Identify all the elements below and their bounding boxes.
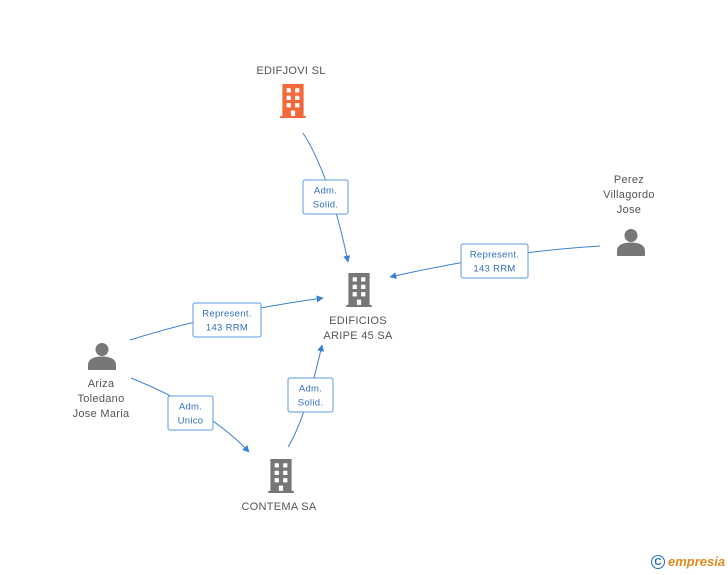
edge-label-text: Represent.: [202, 309, 251, 320]
edge-label-text: 143 RRM: [473, 264, 515, 275]
edge-label-text: Solid.: [313, 200, 339, 211]
brand-initial: e: [668, 554, 676, 570]
edge-ariza-edificios: Represent. 143 RRM: [129, 295, 324, 341]
edge-ariza-contema: Adm. Unico: [130, 377, 250, 453]
node-label: CONTEMA SA: [241, 501, 316, 513]
edge-edifjovi-edificios: Adm. Solid.: [302, 132, 351, 263]
edge-label-box[interactable]: [287, 377, 334, 413]
node-label: Jose: [617, 204, 641, 216]
edge-label-box[interactable]: [167, 395, 214, 431]
node-edifjovi[interactable]: EDIFJOVI SL: [256, 65, 325, 118]
node-label: EDIFICIOS: [329, 315, 387, 327]
edge-label-text: Represent.: [470, 250, 519, 261]
node-label: ARIPE 45 SA: [323, 330, 393, 342]
edge-label-text: 143 RRM: [206, 323, 248, 334]
edge-label-box[interactable]: [460, 243, 529, 279]
edge-label-text: Adm.: [314, 186, 337, 197]
edge-label-box[interactable]: [192, 302, 262, 338]
node-label: Ariza: [88, 378, 115, 390]
node-label: Toledano: [77, 393, 124, 405]
edge-label-text: Unico: [178, 416, 204, 427]
building-icon: [346, 273, 372, 307]
edge-label-text: Adm.: [179, 402, 202, 413]
person-icon: [617, 229, 645, 256]
edge-perez-edificios: Represent. 143 RRM: [389, 243, 601, 280]
edge-label-text: Solid.: [298, 398, 324, 409]
node-label: Perez: [614, 174, 644, 186]
node-label: Villagordo: [603, 189, 655, 201]
edge-label-box[interactable]: [302, 179, 349, 215]
person-icon: [88, 343, 116, 370]
building-icon: [268, 459, 294, 493]
edge-label-text: Adm.: [299, 384, 322, 395]
edges-layer: Adm. Solid. Represent. 143 RRM Represent. 143…: [129, 132, 601, 453]
edge-contema-edificios: Adm. Solid.: [287, 344, 334, 448]
node-edificios[interactable]: EDIFICIOS ARIPE 45 SA: [323, 273, 393, 342]
node-contema[interactable]: CONTEMA SA: [241, 459, 317, 513]
copyright-icon: C: [651, 554, 665, 569]
node-label: Jose Maria: [73, 408, 130, 420]
brand-name: mpresia: [675, 554, 726, 570]
nodes-layer: EDIFJOVI SL EDIFICIOS ARIPE 45 SA CONTEMA S…: [73, 65, 655, 513]
node-label: EDIFJOVI SL: [256, 65, 325, 77]
building-icon: [280, 84, 306, 118]
